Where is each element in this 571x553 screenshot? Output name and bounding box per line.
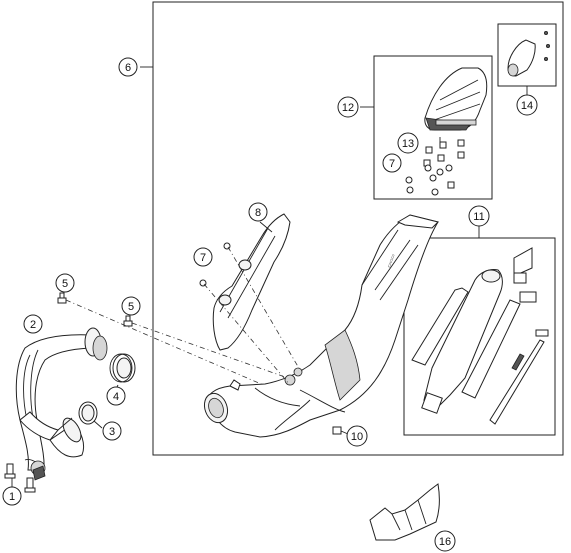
callout-7a: 7 <box>193 247 213 267</box>
group-11-frame <box>403 237 556 436</box>
callout-16: 16 <box>434 530 456 552</box>
svg-text:2: 2 <box>30 319 36 331</box>
end-cap-icon <box>507 30 551 77</box>
svg-text:▭▭▭: ▭▭▭ <box>386 253 397 269</box>
callout-3: 3 <box>102 421 122 441</box>
svg-text:16: 16 <box>439 536 451 548</box>
clamp-ring-icon <box>109 353 136 383</box>
callout-5b: 5 <box>121 296 141 316</box>
silencer-icon <box>411 247 549 425</box>
screw-icon <box>4 463 36 493</box>
svg-text:14: 14 <box>521 100 533 112</box>
clip-icon <box>423 139 465 182</box>
callout-6: 6 <box>118 57 138 77</box>
svg-text:8: 8 <box>255 207 261 219</box>
callout-11: 11 <box>468 205 490 227</box>
svg-text:5: 5 <box>62 278 68 290</box>
svg-text:10: 10 <box>351 431 363 443</box>
svg-text:7: 7 <box>389 158 395 170</box>
group-12-frame <box>373 55 493 200</box>
callout-14: 14 <box>516 94 538 116</box>
svg-text:5: 5 <box>128 301 134 313</box>
heat-shield-icon <box>212 213 291 351</box>
callout-13: 13 <box>397 132 419 154</box>
callout-10: 10 <box>346 425 368 447</box>
callout-12: 12 <box>337 96 359 118</box>
svg-text:13: 13 <box>402 138 414 150</box>
svg-text:3: 3 <box>109 426 115 438</box>
header-pipe-icon <box>15 327 108 481</box>
callout-8: 8 <box>248 202 268 222</box>
svg-text:1: 1 <box>9 491 15 503</box>
svg-text:7: 7 <box>200 252 206 264</box>
exhaust-pipe-icon: ▭▭▭ <box>203 214 439 438</box>
svg-text:4: 4 <box>113 391 119 403</box>
screw-icon <box>199 242 231 287</box>
svg-text:6: 6 <box>125 62 131 74</box>
callout-5a: 5 <box>55 273 75 293</box>
callout-7b: 7 <box>382 153 402 173</box>
skid-plate-icon <box>369 483 440 541</box>
screw-icon <box>57 292 133 327</box>
nut-icon <box>332 426 342 435</box>
callout-2: 2 <box>23 314 43 334</box>
callout-4: 4 <box>106 386 126 406</box>
silencer-cover-icon <box>424 67 488 131</box>
callout-1: 1 <box>2 486 22 506</box>
gasket-ring-icon <box>78 401 98 425</box>
svg-text:12: 12 <box>342 102 354 114</box>
group-6-frame <box>152 1 564 456</box>
screw-icon <box>405 176 455 196</box>
svg-text:11: 11 <box>473 211 484 223</box>
